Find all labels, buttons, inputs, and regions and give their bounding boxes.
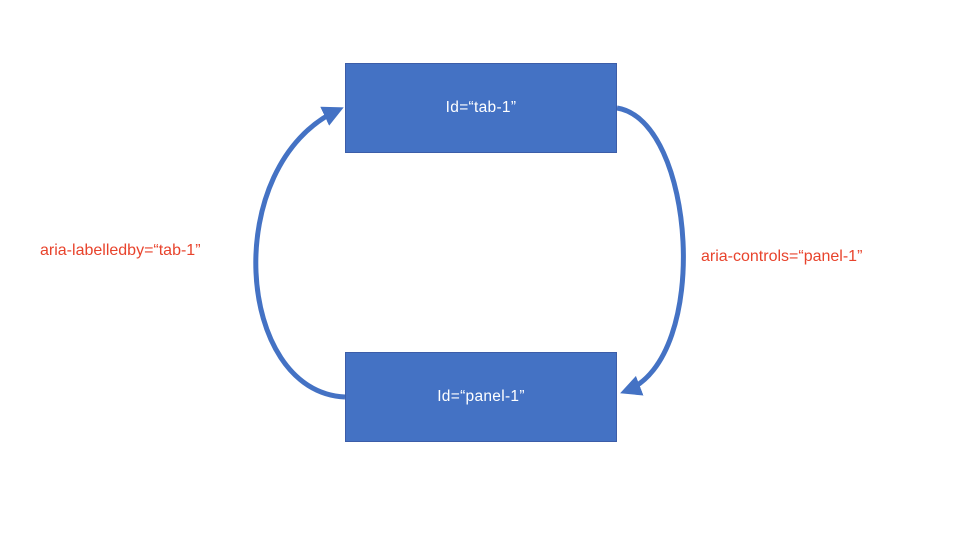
aria-controls-annotation: aria-controls=“panel-1” [701, 248, 863, 265]
panel-box-label: Id=“panel-1” [437, 388, 525, 405]
arrow-aria-controls [616, 105, 686, 396]
tab-box-label: Id=“tab-1” [445, 99, 517, 116]
panel-box: Id=“panel-1” [345, 352, 617, 442]
tab-box: Id=“tab-1” [345, 63, 617, 153]
arrow-aria-labelledby [253, 106, 346, 400]
aria-labelledby-annotation: aria-labelledby=“tab-1” [40, 242, 201, 259]
